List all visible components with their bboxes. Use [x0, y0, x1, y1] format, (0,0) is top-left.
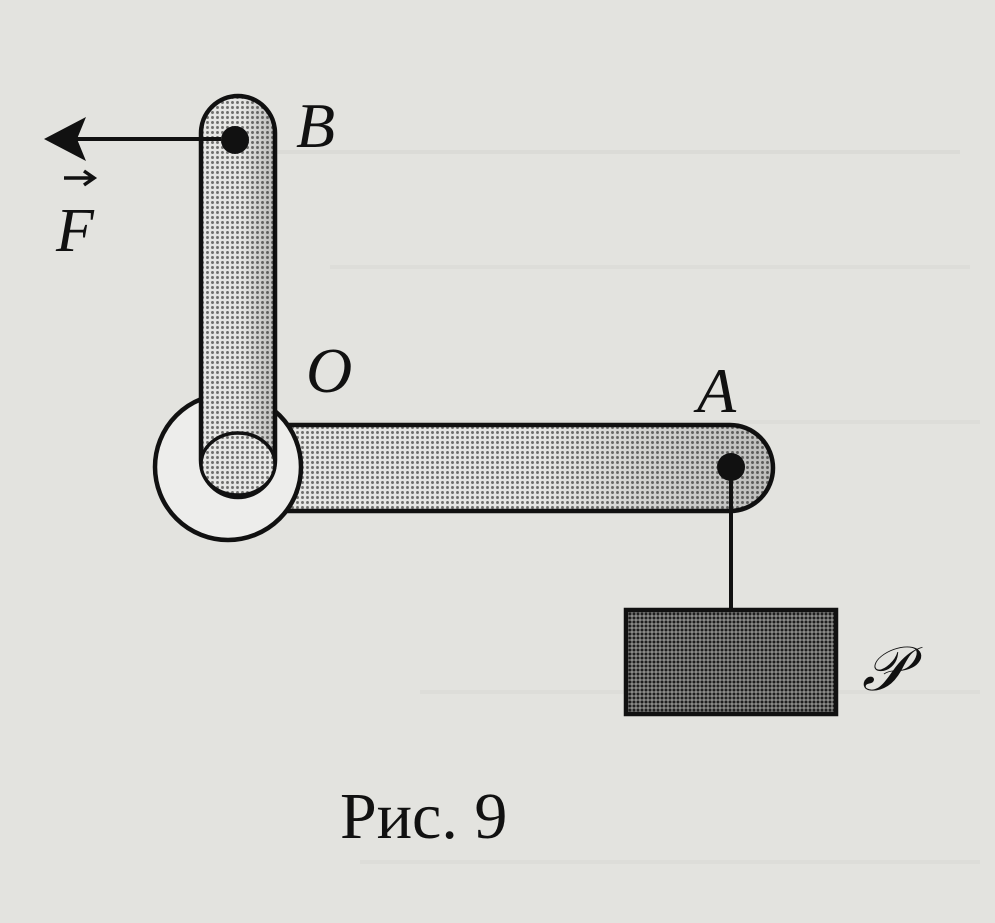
label-b: B: [296, 90, 335, 161]
force-vector: [44, 117, 221, 161]
label-a: A: [693, 355, 737, 426]
label-o: O: [306, 335, 352, 406]
figure-caption: Рис. 9: [340, 780, 507, 853]
load-block: [623, 607, 839, 717]
vertical-arm: [198, 93, 278, 500]
vector-arrow-icon: [64, 169, 98, 187]
pin-a: [717, 453, 745, 481]
force-label: F: [55, 197, 95, 265]
horizontal-arm: [247, 422, 776, 514]
pin-b: [221, 126, 249, 154]
force-arrow-head-icon: [44, 117, 86, 161]
arm-end-cap: [199, 431, 277, 497]
label-f: F: [55, 169, 98, 265]
